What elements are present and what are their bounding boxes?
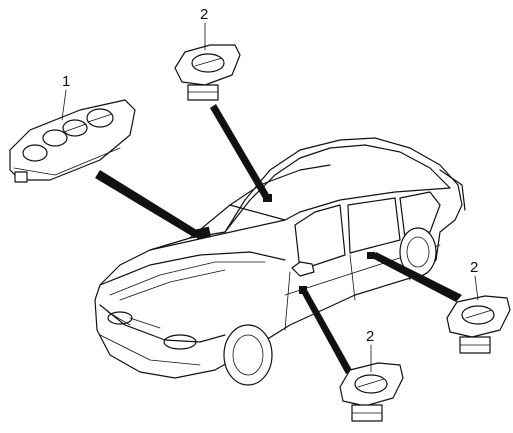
leader-lines [95, 104, 462, 374]
bottom-window-switch [339, 362, 404, 422]
right-window-switch [446, 295, 511, 354]
callout-number: 1 [62, 73, 70, 90]
leader-top-switch [210, 104, 270, 200]
car-illustration [94, 137, 466, 386]
leader-master-switch [95, 170, 200, 238]
callout-number: 2 [200, 6, 208, 23]
callout-top-switch: 2 [200, 6, 208, 51]
top-window-switch [174, 44, 241, 101]
callout-bottom-switch: 2 [366, 328, 374, 373]
callout-right-switch: 2 [470, 259, 479, 301]
master-window-switch [9, 99, 136, 183]
callout-number: 2 [470, 259, 478, 276]
leader-bottom-switch [300, 288, 352, 374]
leader-right-switch [372, 252, 462, 302]
callout-master-switch: 1 [61, 73, 70, 121]
callout-number: 2 [366, 328, 374, 345]
